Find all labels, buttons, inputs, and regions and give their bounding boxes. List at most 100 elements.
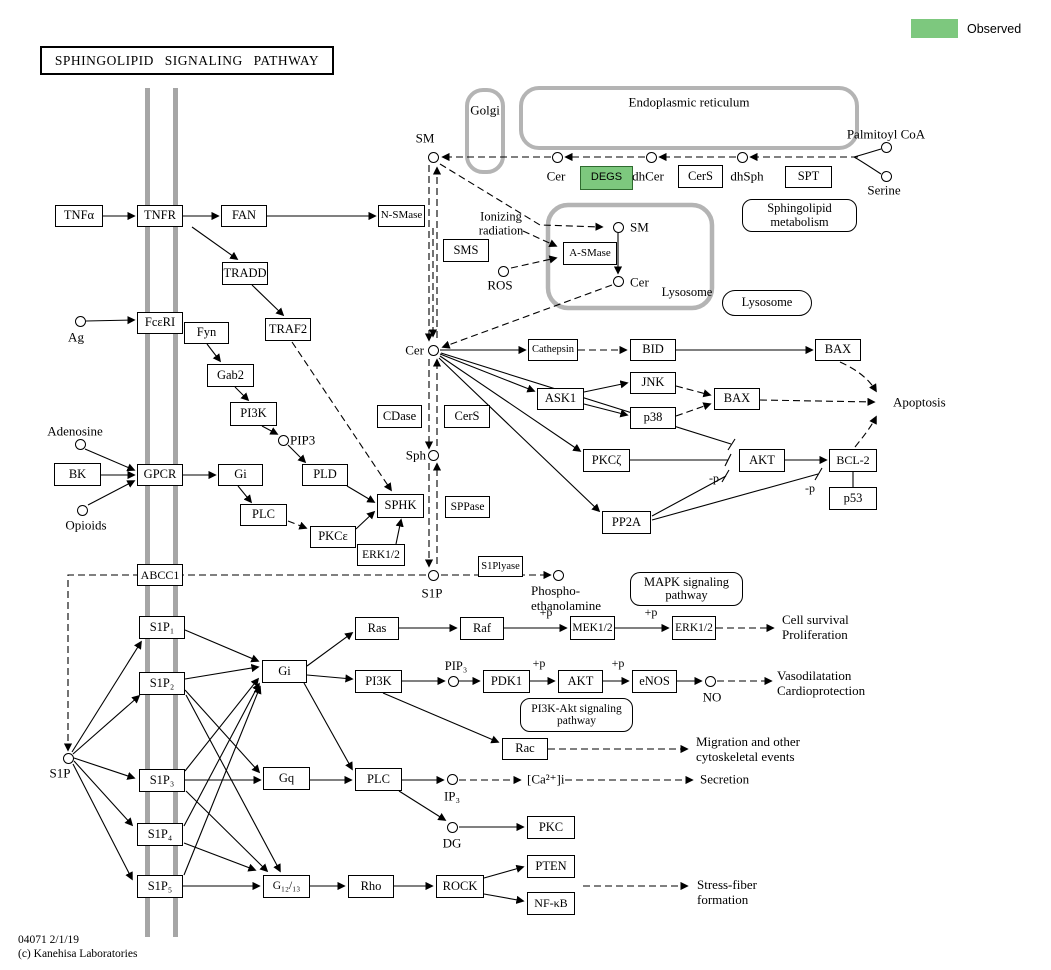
node-degs[interactable]: DEGS (580, 166, 633, 190)
node-sppase[interactable]: SPPase (445, 496, 490, 518)
node-plc-1[interactable]: PLC (240, 504, 287, 526)
node-rock[interactable]: ROCK (436, 875, 484, 898)
node-a-smase[interactable]: A-SMase (563, 242, 617, 265)
compound-cer-lysosome[interactable] (612, 275, 624, 287)
node-cathepsin[interactable]: Cathepsin (528, 339, 578, 361)
node-sphingolipid-metabolism[interactable]: Sphingolipid metabolism (742, 199, 857, 232)
compound-ip3[interactable] (446, 773, 458, 785)
node-gab2[interactable]: Gab2 (207, 364, 254, 387)
lysosome-outline (545, 202, 715, 311)
node-pten[interactable]: PTEN (527, 855, 575, 878)
node-pi3k-a[interactable]: PI3K (230, 402, 277, 426)
node-fan[interactable]: FAN (221, 205, 267, 227)
node-n-smase[interactable]: N-SMase (378, 205, 425, 227)
compound-s1p-mid[interactable] (427, 569, 439, 581)
node-bid[interactable]: BID (630, 339, 676, 361)
compound-no[interactable] (704, 675, 716, 687)
ros-label: ROS (487, 277, 513, 293)
legend-label: Observed (967, 21, 1022, 36)
node-lysosome-ref[interactable]: Lysosome (722, 290, 812, 316)
node-pp2a[interactable]: PP2A (602, 511, 651, 534)
compound-sph[interactable] (427, 449, 439, 461)
node-pkce[interactable]: PKCε (310, 526, 356, 548)
compound-phospho-ethanolamine[interactable] (552, 569, 564, 581)
node-spt[interactable]: SPT (785, 166, 832, 188)
er-label: Endoplasmic reticulum (628, 94, 750, 110)
node-pld[interactable]: PLD (302, 464, 348, 486)
dhsph-label: dhSph (730, 168, 764, 184)
compound-adenosine[interactable] (74, 438, 86, 450)
node-pi3k-akt-pathway[interactable]: PI3K-Akt signaling pathway (520, 698, 633, 732)
node-bax-2[interactable]: BAX (714, 388, 760, 410)
node-pi3k-b[interactable]: PI3K (355, 670, 402, 693)
node-tnfr[interactable]: TNFR (137, 205, 183, 227)
compound-serine[interactable] (880, 170, 892, 182)
compound-cer-er[interactable] (551, 151, 563, 163)
node-traf2[interactable]: TRAF2 (265, 318, 311, 341)
node-akt-2[interactable]: AKT (558, 670, 603, 693)
compound-sm-lysosome[interactable] (612, 221, 624, 233)
compound-opioids[interactable] (76, 504, 88, 516)
node-ras[interactable]: Ras (355, 617, 399, 640)
node-mek12[interactable]: MEK1/2 (570, 616, 615, 640)
compound-cer-main[interactable] (427, 344, 439, 356)
node-fceri[interactable]: FcεRI (137, 312, 183, 334)
node-cdase[interactable]: CDase (377, 405, 422, 428)
node-gpcr[interactable]: GPCR (137, 464, 183, 486)
compound-palmitoyl-coa[interactable] (880, 141, 892, 153)
plus-p-3: +p (532, 656, 546, 671)
node-tnfa[interactable]: TNFα (55, 205, 103, 227)
node-nf-kb[interactable]: NF-κB (527, 892, 575, 915)
node-fyn[interactable]: Fyn (184, 322, 229, 344)
node-erk12-a[interactable]: ERK1/2 (357, 544, 405, 566)
node-g12-13[interactable]: G₁₂/₁₃ (263, 875, 310, 898)
node-s1p4[interactable]: S1P₄ (137, 823, 183, 846)
node-gi-2[interactable]: Gi (262, 660, 307, 683)
node-bax-1[interactable]: BAX (815, 339, 861, 361)
node-s1p2[interactable]: S1P₂ (139, 672, 185, 695)
compound-ros[interactable] (497, 265, 509, 277)
compound-dhcer[interactable] (645, 151, 657, 163)
compound-dhsph[interactable] (736, 151, 748, 163)
compound-pip3-b[interactable] (447, 675, 459, 687)
golgi-outline (465, 88, 505, 174)
node-enos[interactable]: eNOS (632, 670, 677, 693)
node-pkc[interactable]: PKC (527, 816, 575, 839)
node-cers-2[interactable]: CerS (444, 405, 490, 428)
node-s1p1[interactable]: S1P₁ (139, 616, 185, 639)
node-s1plyase[interactable]: S1Plyase (478, 556, 523, 577)
node-mapk-pathway[interactable]: MAPK signaling pathway (630, 572, 743, 606)
node-pkcz[interactable]: PKCζ (583, 449, 630, 472)
node-p53[interactable]: p53 (829, 487, 877, 510)
node-jnk[interactable]: JNK (630, 372, 676, 394)
node-akt-1[interactable]: AKT (739, 449, 785, 472)
cer-lysosome-label: Cer (630, 274, 649, 290)
node-sphk[interactable]: SPHK (377, 494, 424, 518)
node-abcc1[interactable]: ABCC1 (137, 564, 183, 586)
node-gq[interactable]: Gq (263, 767, 310, 790)
node-bcl-2[interactable]: BCL-2 (829, 449, 877, 472)
node-raf[interactable]: Raf (460, 617, 504, 640)
node-sms[interactable]: SMS (443, 239, 489, 262)
node-plc-2[interactable]: PLC (355, 768, 402, 791)
node-rho[interactable]: Rho (348, 875, 394, 898)
cer-er-label: Cer (546, 168, 566, 184)
node-s1p5[interactable]: S1P₅ (137, 875, 183, 898)
node-pdk1[interactable]: PDK1 (483, 670, 530, 693)
sph-label: Sph (405, 447, 426, 463)
compound-dg[interactable] (446, 821, 458, 833)
compound-ag[interactable] (74, 315, 86, 327)
node-gi-1[interactable]: Gi (218, 464, 263, 486)
node-tradd[interactable]: TRADD (222, 262, 268, 285)
membrane-bar-left (145, 88, 150, 937)
node-s1p3[interactable]: S1P₃ (139, 769, 185, 792)
compound-sm-top[interactable] (427, 151, 439, 163)
node-p38[interactable]: p38 (630, 407, 676, 429)
node-bk[interactable]: BK (54, 463, 101, 486)
node-rac[interactable]: Rac (502, 738, 548, 760)
node-erk12-b[interactable]: ERK1/2 (672, 616, 716, 640)
compound-pip3-a[interactable] (277, 434, 289, 446)
node-ask1[interactable]: ASK1 (537, 388, 584, 410)
node-cers-1[interactable]: CerS (678, 165, 723, 188)
compound-s1p-left[interactable] (62, 752, 74, 764)
